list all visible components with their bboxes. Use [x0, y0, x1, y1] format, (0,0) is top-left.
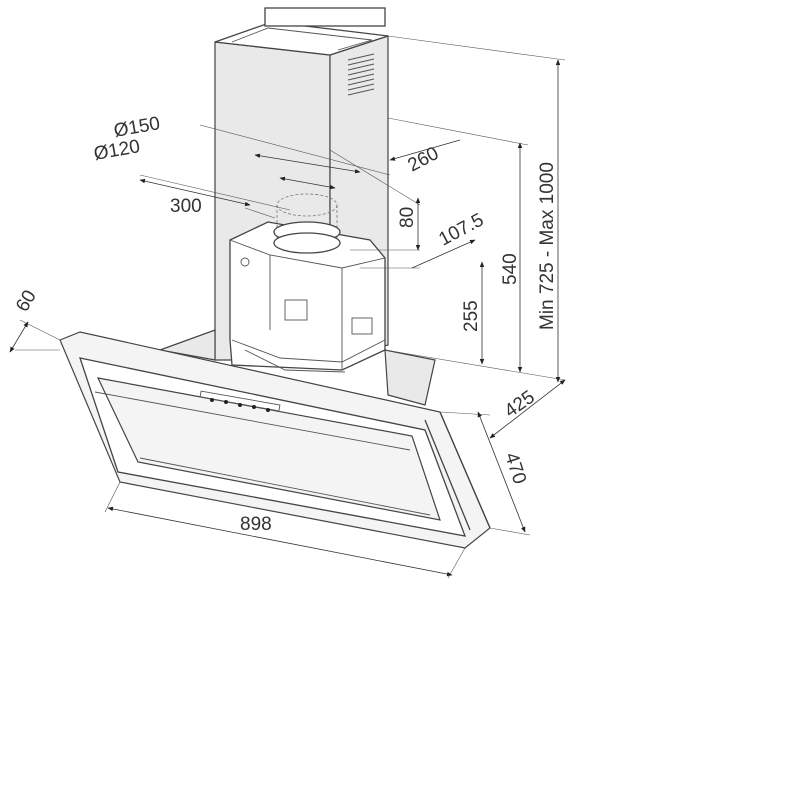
- vent-grille-icon: [347, 53, 375, 96]
- dim-label-80: 80: [397, 207, 418, 228]
- dim-line-898: [107, 506, 453, 577]
- motor-box-base-rim: [244, 349, 346, 373]
- motor-plug: [351, 317, 373, 335]
- dim-label-260: 260: [404, 143, 442, 176]
- dim-label-255: 255: [461, 300, 482, 332]
- dim-label-d120: Ø120: [92, 136, 141, 165]
- dim-line-d150: [254, 153, 361, 174]
- motor-bracket: [284, 299, 308, 321]
- support-right: [384, 349, 436, 406]
- dim-label-540: 540: [500, 253, 521, 285]
- hood-glass-bottom: [139, 457, 431, 516]
- dimension-labels: Ø150 Ø120 300 80 107.5 260 540 255 Min 7…: [12, 113, 558, 535]
- dim-line-260: [389, 139, 461, 161]
- dim-line-107: [411, 239, 476, 269]
- dimension-lines: [9, 59, 566, 577]
- dim-label-898: 898: [240, 514, 272, 535]
- dim-label-60: 60: [12, 287, 41, 316]
- hood-glass-line: [94, 391, 411, 451]
- dim-line-d120: [279, 176, 336, 190]
- hood-edge-inner: [424, 419, 471, 531]
- dim-label-425: 425: [501, 387, 539, 422]
- chimney-top-opening: [231, 27, 373, 51]
- duct-collar-base: [273, 232, 341, 254]
- chimney-top-bracket: [264, 7, 386, 27]
- dim-line-60: [9, 321, 29, 353]
- control-panel-icon: [199, 390, 281, 412]
- dim-label-300: 300: [170, 196, 202, 217]
- hood-panel: [59, 331, 491, 549]
- motor-box-base: [231, 339, 386, 363]
- dim-label-range: Min 725 - Max 1000: [537, 162, 558, 330]
- dim-label-107: 107.5: [435, 210, 487, 251]
- dim-line-300: [139, 178, 251, 207]
- duct-collar: [273, 193, 341, 254]
- dim-line-470: [477, 411, 526, 533]
- motor-screw: [240, 257, 250, 267]
- motor-box-top-edge: [229, 239, 386, 269]
